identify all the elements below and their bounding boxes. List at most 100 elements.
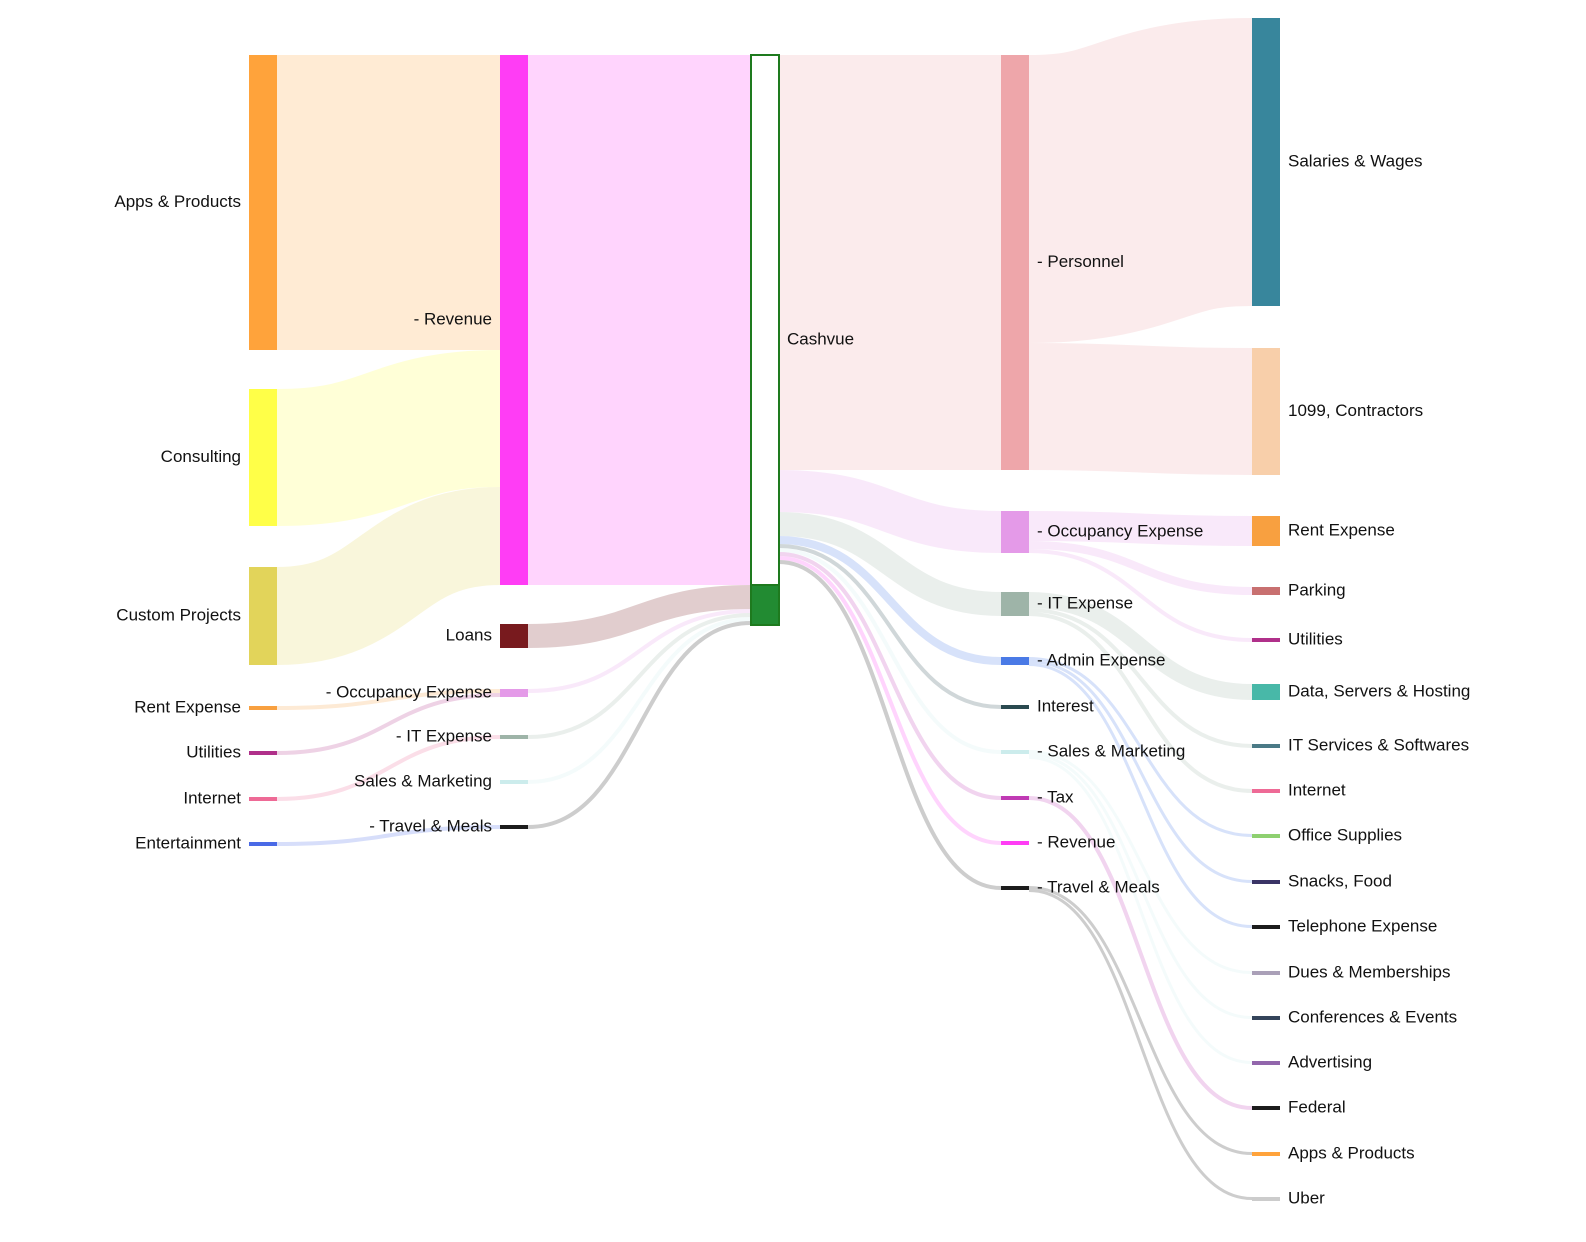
sankey-node-interest xyxy=(1001,705,1029,709)
sankey-link-internet_in-to-it_expense_in xyxy=(276,735,501,801)
sankey-link-it_expense_out-to-data_servers xyxy=(1028,592,1253,700)
sankey-node-data_servers xyxy=(1252,684,1280,700)
sankey-node-advertising xyxy=(1252,1061,1280,1065)
sankey-node-conferences xyxy=(1252,1016,1280,1020)
sankey-link-cashvue-to-tax xyxy=(778,552,1002,800)
sankey-label-snacks_food: Snacks, Food xyxy=(1288,871,1392,890)
sankey-link-custom_projects-to-revenue_in xyxy=(275,487,502,665)
sankey-link-cashvue-to-interest xyxy=(778,544,1002,709)
sankey-label-entertainment: Entertainment xyxy=(135,833,241,852)
sankey-node-rent_expense_out xyxy=(1252,516,1280,546)
sankey-label-data_servers: Data, Servers & Hosting xyxy=(1288,681,1470,700)
sankey-node-apps_products_out xyxy=(1252,1152,1280,1156)
sankey-node-internet_in xyxy=(249,797,277,801)
sankey-label-sales_marketing_in: Sales & Marketing xyxy=(354,771,492,790)
sankey-link-personnel-to-salaries_wages xyxy=(1026,18,1255,343)
sankey-label-parking: Parking xyxy=(1288,580,1346,599)
sankey-label-uber: Uber xyxy=(1288,1188,1325,1207)
sankey-node-sales_marketing_out xyxy=(1001,750,1029,754)
sankey-label-internet_in: Internet xyxy=(183,788,241,807)
sankey-link-occupancy_out-to-utilities_out xyxy=(1028,549,1253,642)
sankey-label-internet_out: Internet xyxy=(1288,780,1346,799)
sankey-link-it_expense_out-to-internet_out xyxy=(1028,612,1253,793)
sankey-node-snacks_food xyxy=(1252,880,1280,884)
sankey-label-admin_expense: - Admin Expense xyxy=(1037,650,1166,669)
sankey-label-interest: Interest xyxy=(1037,696,1094,715)
sankey-node-uber xyxy=(1252,1197,1280,1201)
sankey-node-occupancy_in xyxy=(500,689,528,697)
sankey-link-cashvue-to-travel_meals_out xyxy=(778,560,1002,890)
sankey-link-sales_marketing_out-to-dues_memberships xyxy=(1028,750,1253,974)
sankey-node-federal xyxy=(1252,1106,1280,1110)
sankey-node-cashvue-other-inflows xyxy=(750,584,780,626)
sankey-label-federal: Federal xyxy=(1288,1097,1346,1116)
sankey-link-admin_expense-to-office_supplies xyxy=(1028,657,1253,837)
sankey-label-travel_meals_out: - Travel & Meals xyxy=(1037,877,1160,896)
sankey-link-loans-to-cashvue xyxy=(527,585,752,648)
sankey-label-cashvue: Cashvue xyxy=(787,329,854,348)
sankey-label-it_expense_out: - IT Expense xyxy=(1037,593,1133,612)
sankey-label-contractors_1099: 1099, Contractors xyxy=(1288,401,1423,420)
sankey-link-utilities_in-to-occupancy_in xyxy=(276,693,501,755)
sankey-label-rent_expense_in: Rent Expense xyxy=(134,697,241,716)
sankey-link-occupancy_out-to-parking xyxy=(1028,541,1253,595)
sankey-node-it_services xyxy=(1252,744,1280,748)
sankey-label-it_services: IT Services & Softwares xyxy=(1288,735,1469,754)
sankey-link-admin_expense-to-telephone xyxy=(1028,663,1253,928)
sankey-link-cashvue-to-sales_marketing_out xyxy=(778,548,1002,754)
sankey-link-tax-to-federal xyxy=(1028,796,1253,1110)
sankey-link-occupancy_out-to-rent_expense_out xyxy=(1028,511,1253,546)
sankey-node-rent_expense_in xyxy=(249,706,277,710)
sankey-node-it_expense_out xyxy=(1001,592,1029,616)
sankey-node-travel_meals_out xyxy=(1001,886,1029,890)
sankey-label-dues_memberships: Dues & Memberships xyxy=(1288,962,1451,981)
sankey-node-occupancy_out xyxy=(1001,511,1029,553)
sankey-node-office_supplies xyxy=(1252,834,1280,838)
sankey-link-sales_marketing_out-to-advertising xyxy=(1028,756,1253,1064)
sankey-label-sales_marketing_out: - Sales & Marketing xyxy=(1037,741,1185,760)
sankey-label-rent_expense_out: Rent Expense xyxy=(1288,520,1395,539)
sankey-link-consulting-to-revenue_in xyxy=(275,350,502,526)
sankey-label-occupancy_out: - Occupancy Expense xyxy=(1037,521,1203,540)
sankey-link-personnel-to-contractors_1099 xyxy=(1028,343,1253,475)
sankey-label-advertising: Advertising xyxy=(1288,1052,1372,1071)
sankey-label-salaries_wages: Salaries & Wages xyxy=(1288,151,1422,170)
sankey-link-occupancy_in-to-cashvue xyxy=(527,609,752,693)
sankey-label-revenue_out: - Revenue xyxy=(1037,832,1115,851)
sankey-node-it_expense_in xyxy=(500,735,528,739)
sankey-link-rent_expense_in-to-occupancy_in xyxy=(276,689,501,710)
sankey-node-internet_out xyxy=(1252,789,1280,793)
sankey-label-personnel: - Personnel xyxy=(1037,252,1124,271)
sankey-label-consulting: Consulting xyxy=(161,447,241,466)
sankey-label-conferences: Conferences & Events xyxy=(1288,1007,1457,1026)
sankey-label-apps_products_in: Apps & Products xyxy=(114,192,241,211)
sankey-label-apps_products_out: Apps & Products xyxy=(1288,1143,1415,1162)
sankey-node-salaries_wages xyxy=(1252,18,1280,306)
sankey-label-tax: - Tax xyxy=(1037,787,1074,806)
sankey-label-it_expense_in: - IT Expense xyxy=(396,726,492,745)
sankey-node-custom_projects xyxy=(249,567,277,665)
sankey-node-contractors_1099 xyxy=(1252,348,1280,475)
sankey-node-sales_marketing_in xyxy=(500,780,528,784)
sankey-label-telephone: Telephone Expense xyxy=(1288,916,1437,935)
sankey-node-apps_products_in xyxy=(249,55,277,350)
sankey-link-it_expense_out-to-it_services xyxy=(1028,608,1253,748)
sankey-node-loans xyxy=(500,624,528,648)
sankey-link-cashvue-to-occupancy_out xyxy=(778,470,1002,553)
sankey-node-entertainment xyxy=(249,842,277,846)
sankey-link-admin_expense-to-snacks_food xyxy=(1028,660,1253,883)
sankey-node-utilities_out xyxy=(1252,638,1280,642)
sankey-link-travel_meals_out-to-apps_products_out xyxy=(1028,886,1253,1155)
sankey-label-custom_projects: Custom Projects xyxy=(116,605,241,624)
sankey-node-tax xyxy=(1001,796,1029,800)
sankey-link-entertainment-to-travel_meals_in xyxy=(276,825,501,846)
sankey-link-cashvue-to-it_expense_out xyxy=(778,512,1002,616)
sankey-link-cashvue-to-revenue_out xyxy=(778,556,1002,845)
sankey-link-sales_marketing_out-to-conferences xyxy=(1028,753,1253,1019)
sankey-node-dues_memberships xyxy=(1252,971,1280,975)
sankey-node-cashvue xyxy=(750,54,780,626)
sankey-node-revenue_out xyxy=(1001,841,1029,845)
sankey-node-admin_expense xyxy=(1001,657,1029,665)
sankey-link-travel_meals_in-to-cashvue xyxy=(527,621,752,829)
